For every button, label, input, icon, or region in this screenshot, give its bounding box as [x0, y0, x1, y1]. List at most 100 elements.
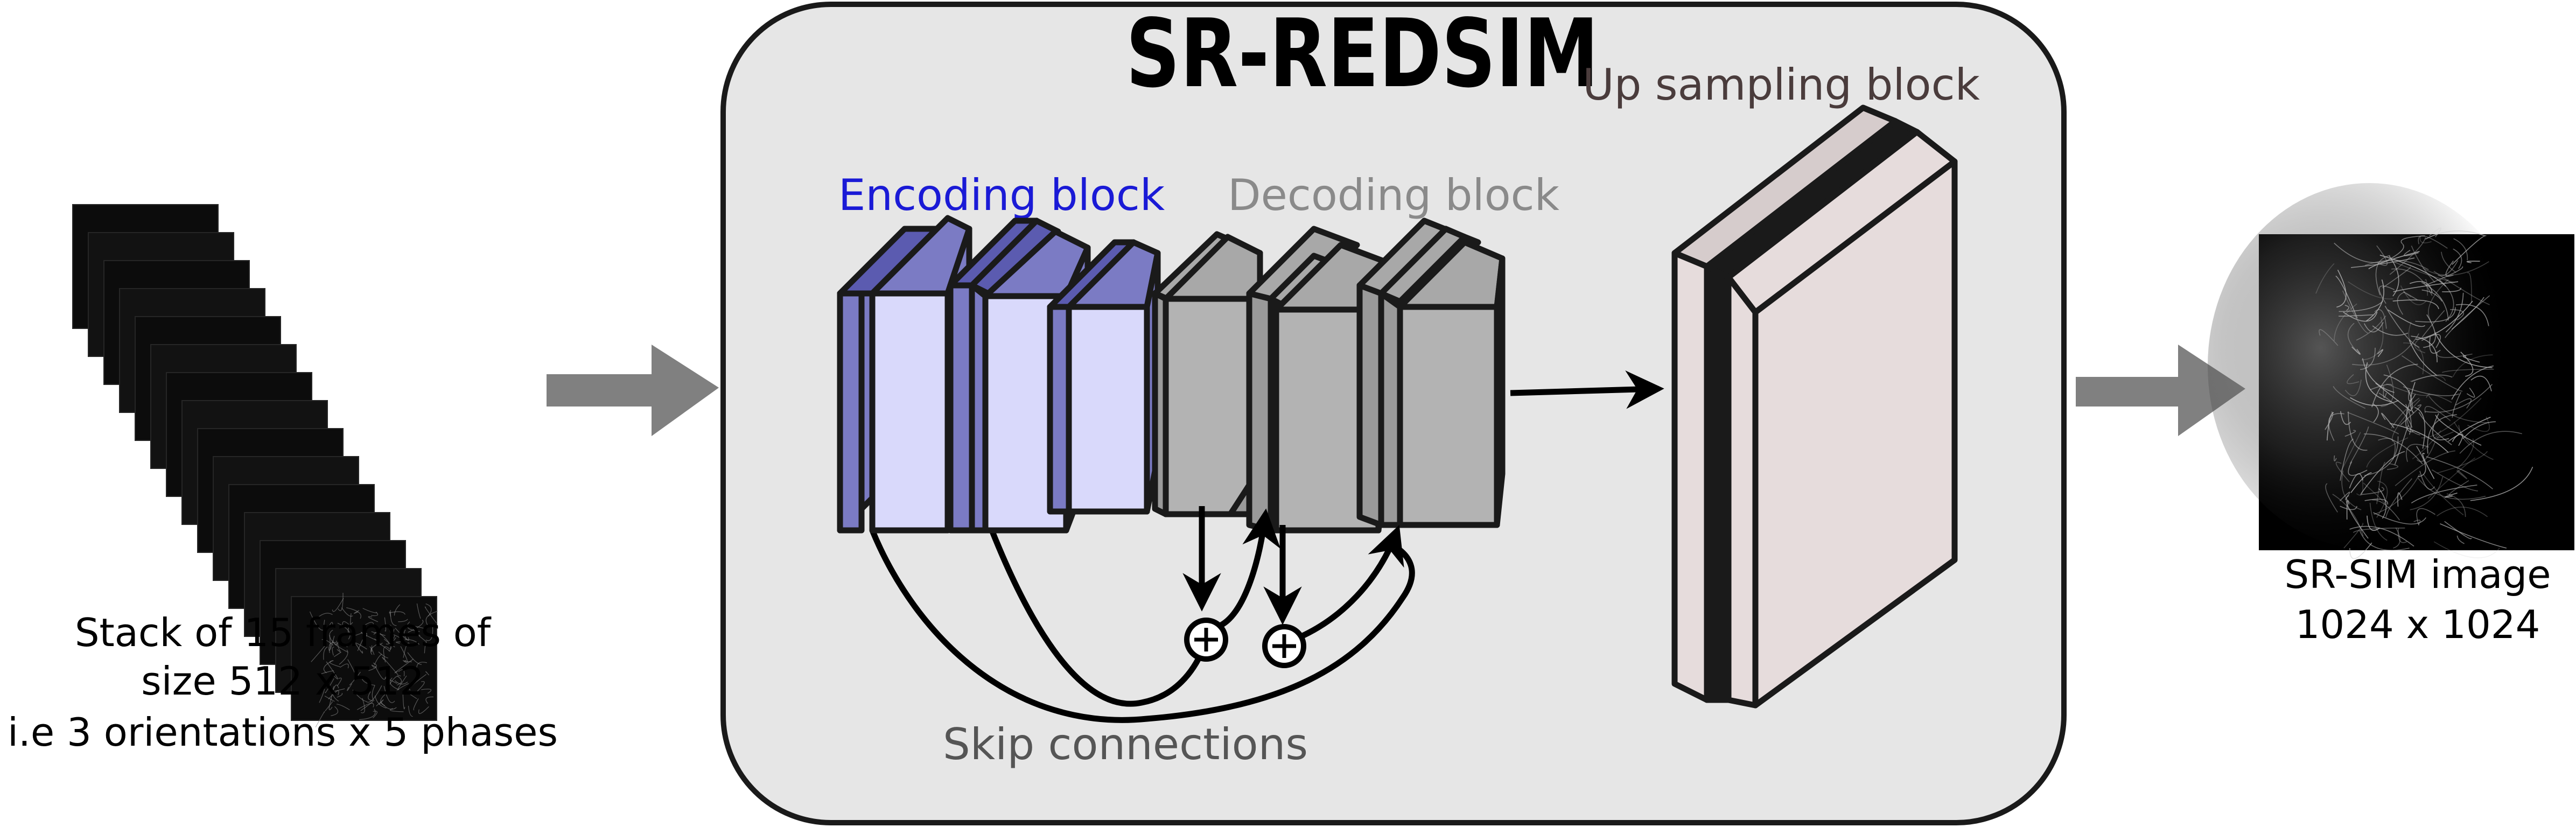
fiber-strand	[2346, 495, 2369, 539]
frame-texture	[376, 641, 390, 652]
frame-texture	[425, 696, 434, 704]
frame-texture	[404, 691, 417, 699]
frame-texture	[404, 629, 408, 641]
fiber-strand	[2386, 383, 2430, 396]
fiber-strand	[2340, 438, 2354, 481]
frame-texture	[374, 695, 387, 709]
frame-texture	[317, 613, 333, 619]
fiber-strand	[2344, 380, 2362, 396]
fiber-strand	[2411, 335, 2438, 362]
fiber-strand	[2431, 469, 2479, 492]
fiber-strand	[2425, 230, 2486, 240]
fiber-strand	[2403, 386, 2460, 396]
fiber-strand	[2328, 413, 2344, 441]
fiber-strand	[2347, 412, 2399, 434]
fiber-strand	[2350, 397, 2399, 406]
fiber-strand	[2371, 363, 2418, 408]
add1-to-decoder2-arrow	[1215, 508, 1281, 630]
fiber-strand	[2360, 451, 2405, 494]
fiber-strand	[2426, 456, 2493, 489]
fiber-strand	[2366, 437, 2409, 468]
frame-texture	[373, 711, 377, 719]
frame-texture	[421, 689, 432, 694]
decoding-block-3	[1356, 218, 1506, 528]
frame-texture	[387, 675, 401, 689]
fiber-strand	[2340, 411, 2351, 425]
fiber-strand	[2423, 474, 2464, 516]
frame-texture	[368, 662, 377, 671]
add2-to-decoder3-arrow	[1296, 524, 1404, 641]
frame-texture	[335, 641, 339, 646]
fiber-strand	[2388, 309, 2426, 327]
fiber-strand	[2438, 260, 2459, 277]
fiber-strand	[2362, 358, 2395, 393]
frame-texture	[352, 639, 363, 654]
frame-texture	[383, 646, 390, 663]
fiber-strand	[2397, 291, 2405, 315]
fiber-strand	[2423, 314, 2436, 348]
frame-texture	[404, 660, 412, 662]
frame-texture	[407, 621, 420, 632]
fiber-strand	[2395, 450, 2455, 486]
frame-texture	[416, 633, 428, 643]
fiber-strand	[2421, 289, 2443, 302]
fiber-strand	[2319, 329, 2339, 346]
frame-texture	[394, 604, 401, 616]
output-caption-line-2: 1024 x 1024	[2295, 602, 2540, 647]
input-caption-line-1: Stack of 15 frames of	[75, 610, 492, 655]
fiber-strand	[2342, 290, 2368, 334]
frame-texture	[359, 709, 376, 720]
frame-texture	[416, 662, 428, 668]
fiber-strand	[2356, 476, 2363, 496]
fiber-strand	[2376, 480, 2388, 518]
fiber-strand	[2467, 272, 2472, 303]
fiber-strand	[2466, 261, 2480, 263]
frame-texture	[347, 622, 353, 634]
frame-texture	[383, 686, 395, 703]
frame-texture	[395, 628, 409, 641]
sr-sim-output-image	[2208, 183, 2574, 559]
frame-texture	[326, 661, 338, 679]
fiber-strand	[2356, 316, 2386, 341]
frame-texture	[375, 666, 387, 680]
frame-texture	[408, 705, 413, 717]
fiber-strand	[2459, 431, 2523, 454]
fiber-strand	[2462, 421, 2496, 439]
fiber-strand	[2385, 478, 2412, 518]
fiber-strand	[2377, 349, 2384, 358]
frame-texture	[330, 684, 339, 700]
frame-texture	[362, 608, 377, 614]
fiber-strand	[2456, 469, 2467, 479]
fiber-strand	[2414, 339, 2426, 354]
fiber-strand	[2428, 227, 2442, 237]
fiber-strand	[2343, 523, 2364, 549]
fiber-strand	[2441, 251, 2456, 273]
input-caption-line-2: size 512 x 512	[141, 658, 424, 704]
fiber-strand	[2456, 438, 2474, 469]
frame-texture	[332, 598, 344, 612]
fiber-strand	[2422, 453, 2435, 479]
frame-texture	[408, 619, 424, 633]
fiber-strand	[2409, 339, 2438, 376]
frame-texture	[403, 642, 410, 658]
frame-texture	[370, 645, 373, 652]
fiber-strand	[2425, 384, 2493, 413]
frame-texture	[365, 622, 374, 626]
fiber-strand	[2456, 535, 2465, 544]
skip-curve-outer	[869, 529, 1415, 723]
fiber-strand	[2428, 395, 2489, 423]
fiber-strand	[2429, 337, 2441, 354]
frame-texture	[347, 683, 353, 691]
fiber-strand	[2466, 387, 2475, 398]
frame-texture	[354, 609, 360, 614]
fiber-strand	[2315, 263, 2335, 294]
fiber-strand	[2406, 444, 2430, 462]
frame-texture	[361, 678, 375, 686]
frame-texture	[329, 635, 331, 649]
fiber-strand	[2335, 461, 2350, 482]
frame-texture	[412, 626, 426, 629]
fiber-strand	[2437, 431, 2454, 439]
fiber-strand	[2387, 243, 2404, 261]
frame-texture	[389, 677, 400, 690]
fiber-strand	[2416, 508, 2435, 525]
